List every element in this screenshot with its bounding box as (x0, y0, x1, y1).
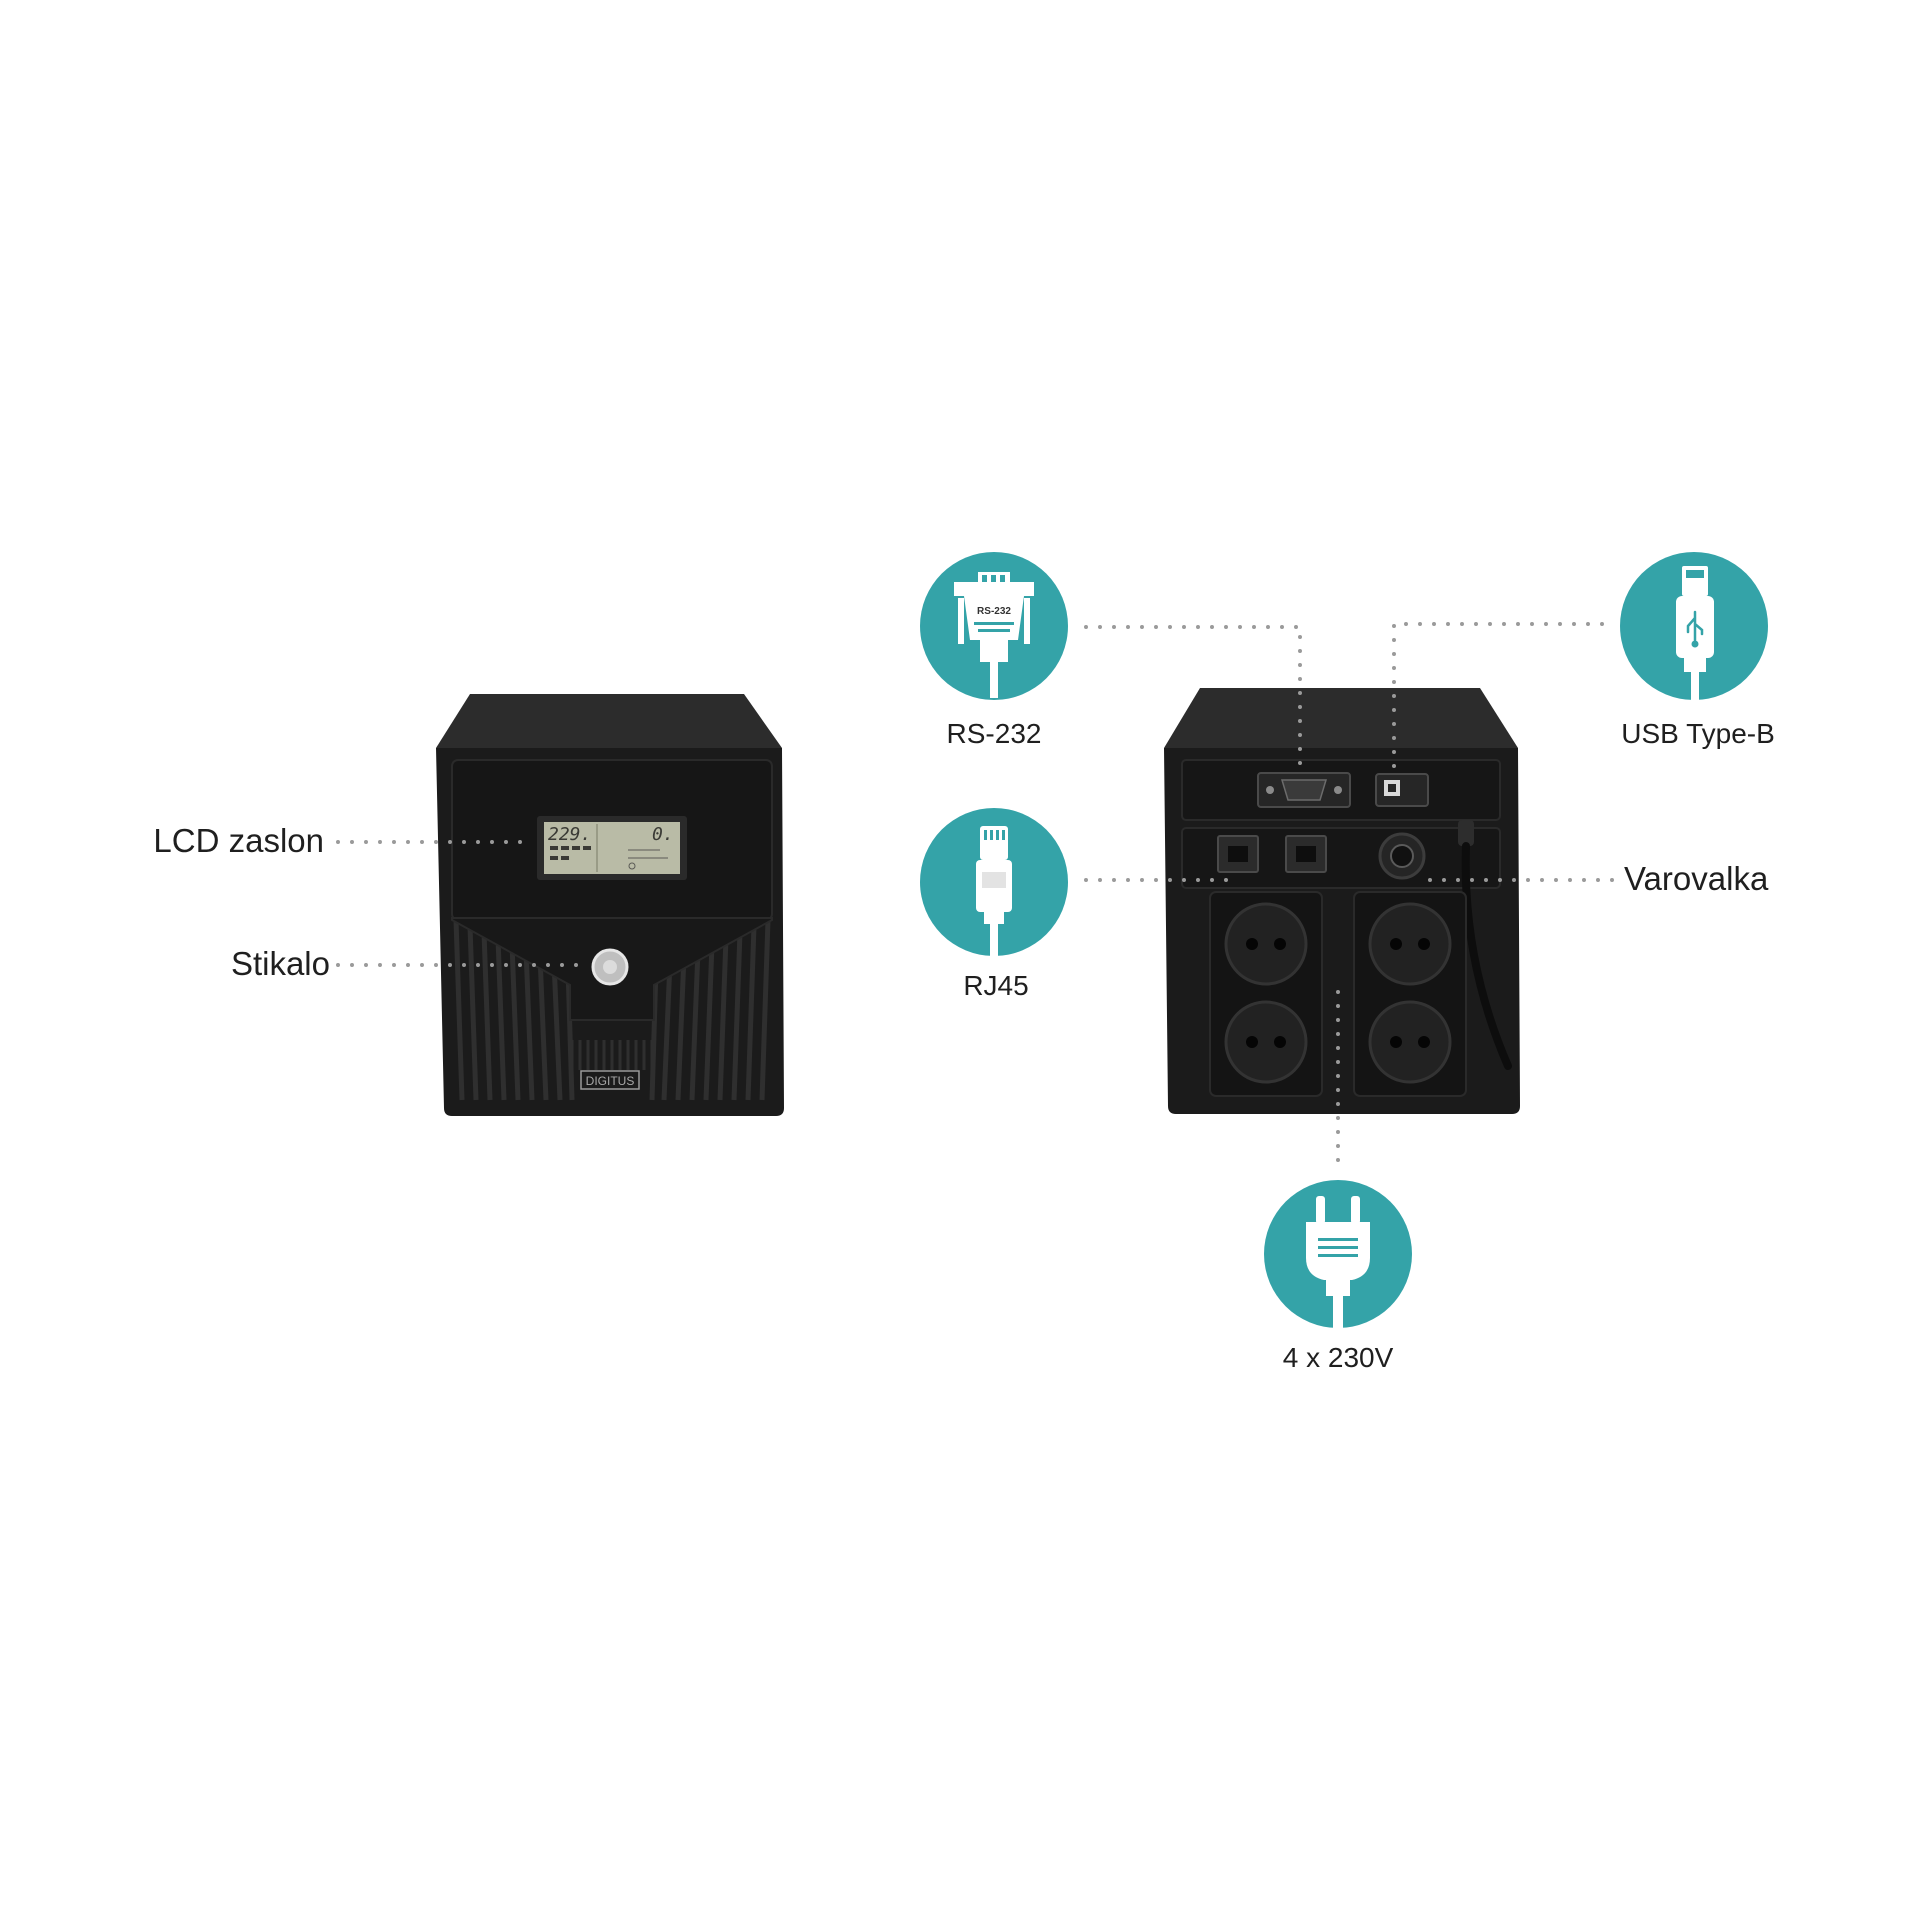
ups-back-top (1164, 688, 1518, 748)
leader-usb (1392, 622, 1604, 772)
schuko-outlet (1368, 1000, 1452, 1084)
ups-front-center-grille (570, 1040, 654, 1070)
usb-type-b-label: USB Type-B (1621, 718, 1775, 749)
rs232-label: RS-232 (946, 718, 1042, 749)
ups-front-top (436, 694, 782, 748)
power-plug-icon (1264, 1180, 1412, 1328)
leader-lines (336, 622, 1614, 1172)
power-button-center (603, 960, 617, 974)
usb-b-port (1375, 773, 1429, 807)
schuko-outlet (1224, 902, 1308, 986)
lcd-status-marks (628, 849, 668, 870)
switch-label: Stikalo (230, 945, 330, 982)
lcd-battery-bars (550, 846, 591, 860)
serial-connector-icon: RS-232 (920, 552, 1068, 700)
rj45-label: RJ45 (963, 970, 1029, 1001)
rs232-badge-text: RS-232 (977, 606, 1011, 617)
input-power-cable (1461, 842, 1512, 1070)
lcd-display-label: LCD zaslon (153, 822, 324, 859)
leader-rs232 (1084, 625, 1302, 772)
ups-front-vents (453, 919, 771, 1101)
input-cable-plug (1458, 820, 1474, 846)
lcd-right-value: 0. (652, 824, 674, 845)
schuko-outlets (1224, 902, 1452, 1084)
fuse-label: Varovalka (1624, 860, 1769, 897)
usb-plug-icon (1620, 552, 1768, 700)
schuko-outlet (1224, 1000, 1308, 1084)
ups-front-view: 229. 0. DIGITUS (436, 694, 784, 1116)
lcd-left-value: 229. (548, 824, 591, 845)
brand-logo-text: DIGITUS (586, 1074, 635, 1088)
ethernet-plug-icon (920, 808, 1068, 958)
brand-badge (580, 1070, 640, 1090)
outlets-label: 4 x 230V (1282, 1342, 1394, 1373)
ups-back-view (1164, 688, 1520, 1114)
schuko-outlet (1368, 902, 1452, 986)
